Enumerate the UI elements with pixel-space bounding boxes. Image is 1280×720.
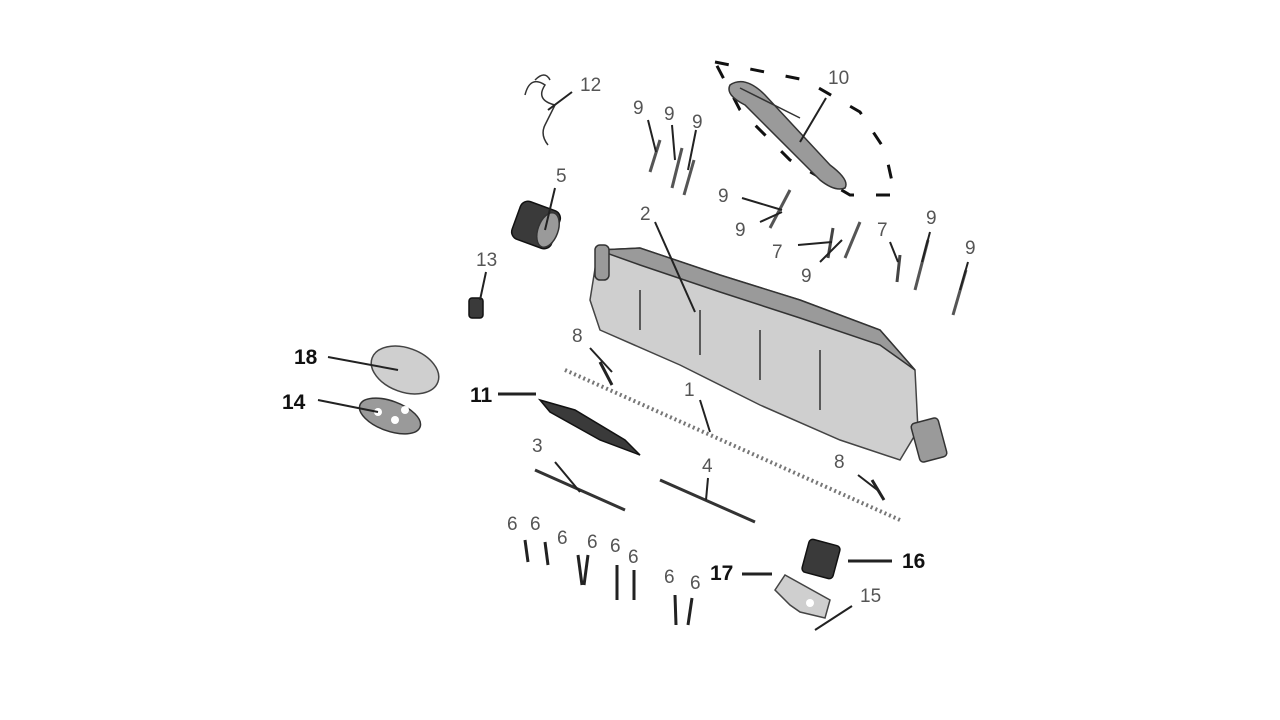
callout-labels: 1 2 3 4 5 6 6 6 6 6 6 6 6 7 7 8 8 9 9 9 … [282, 68, 976, 607]
callout-9: 9 [926, 208, 937, 229]
part-9-pins [648, 139, 968, 316]
part-10-assembly [712, 59, 897, 197]
callout-18: 18 [294, 346, 318, 369]
part-7-pins [826, 227, 902, 283]
part-11-gasket [537, 398, 641, 456]
callout-11: 11 [470, 384, 493, 407]
callout-9: 9 [664, 104, 675, 125]
part-1-gasket [564, 368, 901, 522]
part-4-strip [659, 478, 756, 524]
callout-13: 13 [476, 250, 497, 271]
callout-7: 7 [772, 242, 783, 263]
callout-8: 8 [572, 326, 583, 347]
callout-6: 6 [530, 514, 541, 535]
part-18-cover [370, 345, 440, 395]
part-16-block [801, 538, 841, 580]
callout-2: 2 [640, 204, 651, 225]
callout-5: 5 [556, 166, 567, 187]
leader-lines [317, 91, 969, 631]
callout-4: 4 [702, 456, 713, 477]
callout-1: 1 [684, 380, 695, 401]
callout-3: 3 [532, 436, 543, 457]
part-5-connector [510, 200, 562, 250]
callout-6: 6 [628, 547, 639, 568]
callout-8: 8 [834, 452, 845, 473]
callout-9: 9 [718, 186, 729, 207]
part-14-plate [358, 397, 422, 435]
callout-6: 6 [664, 567, 675, 588]
callout-9: 9 [965, 238, 976, 259]
callout-15: 15 [860, 586, 881, 607]
callout-17: 17 [710, 562, 733, 585]
part-13-fitting [468, 297, 484, 319]
callout-9: 9 [633, 98, 644, 119]
callout-7: 7 [877, 220, 888, 241]
part-15-bracket [774, 574, 831, 619]
callout-16: 16 [902, 550, 925, 573]
callout-12: 12 [580, 75, 601, 96]
callout-9: 9 [692, 112, 703, 133]
callout-6: 6 [690, 573, 701, 594]
callout-14: 14 [282, 391, 306, 414]
part-2-housing [589, 244, 948, 463]
part-12-clip [524, 74, 557, 146]
part-6-screws [523, 539, 694, 626]
callout-6: 6 [507, 514, 518, 535]
callout-6: 6 [587, 532, 598, 553]
callout-6: 6 [557, 528, 568, 549]
callout-6: 6 [610, 536, 621, 557]
part-3-strip [534, 468, 626, 512]
callout-9: 9 [735, 220, 746, 241]
callout-9: 9 [801, 266, 812, 287]
callout-10: 10 [828, 68, 849, 89]
